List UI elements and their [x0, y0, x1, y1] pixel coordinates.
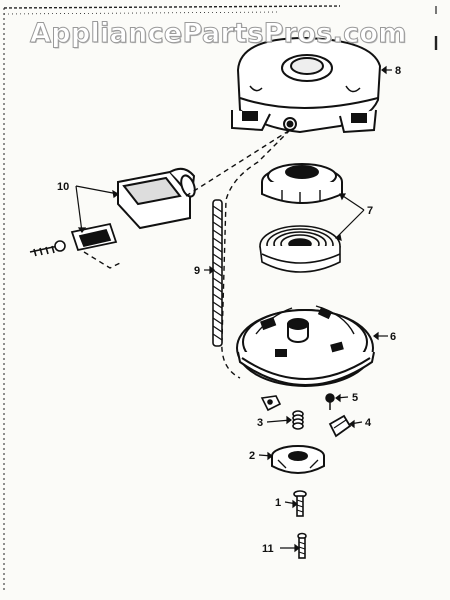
callout-5: 5 — [352, 392, 358, 404]
part-10-handle — [117, 167, 196, 230]
callout-8: 8 — [395, 65, 401, 77]
callout-2: 2 — [249, 450, 255, 462]
part-7-recoil-spring — [259, 225, 341, 273]
callout-9: 9 — [194, 265, 200, 277]
scan-border — [3, 5, 438, 592]
part-1-screw — [293, 490, 307, 517]
callout-11: 11 — [262, 543, 274, 555]
part-2-cam-hub — [271, 445, 325, 474]
retainer-clip — [260, 395, 282, 412]
watermark: AppliancePartsPros.com — [30, 18, 407, 50]
callout-1: 1 — [275, 497, 281, 509]
part-8-housing — [231, 36, 382, 134]
part-7-spring-cup — [261, 163, 343, 204]
part-11-bolt — [297, 532, 307, 559]
callout-6: 6 — [390, 331, 396, 343]
part-6-pulley — [236, 305, 375, 387]
handle-screw — [29, 240, 66, 257]
callout-labels: 8 7 6 9 10 5 4 3 2 1 11 — [57, 65, 401, 555]
callout-7: 7 — [367, 205, 373, 217]
leader-lines — [75, 65, 392, 553]
part-3-spring — [292, 410, 304, 430]
part-9-rope — [212, 199, 223, 347]
callout-10: 10 — [57, 181, 69, 193]
rope-path — [83, 129, 291, 379]
part-5-screw — [325, 393, 335, 410]
callout-3: 3 — [257, 417, 263, 429]
callout-4: 4 — [365, 417, 372, 429]
part-4-pawl — [328, 414, 352, 438]
